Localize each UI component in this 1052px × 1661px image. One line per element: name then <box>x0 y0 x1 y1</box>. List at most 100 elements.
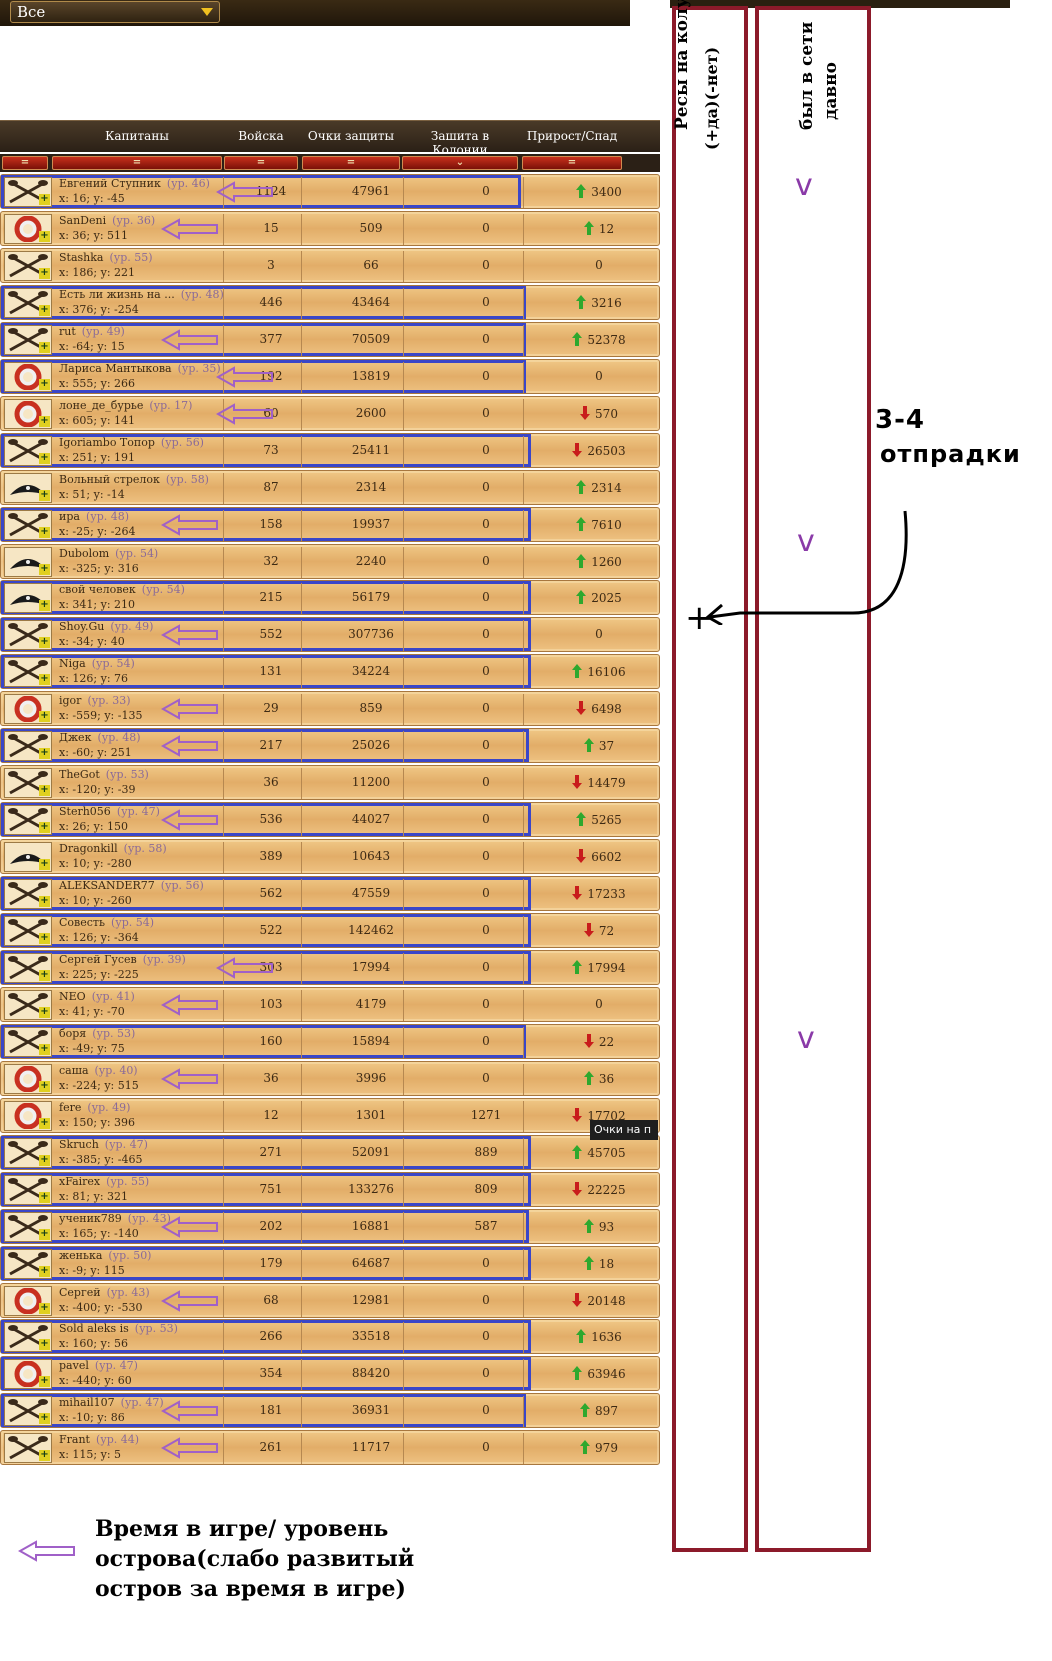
sort-button-troops[interactable]: = <box>224 156 298 170</box>
crossed-oars-icon[interactable]: + <box>4 1396 52 1427</box>
header-colony-defense[interactable]: Зашита в Колонии <box>430 129 490 157</box>
crossed-oars-icon[interactable]: + <box>4 250 52 281</box>
captain-name[interactable]: Frant(ур. 44) <box>59 1433 139 1446</box>
captain-coords[interactable]: x: 26; y: 150 <box>59 820 129 834</box>
pirate-hat-icon[interactable]: + <box>4 546 52 577</box>
crossed-oars-icon[interactable]: + <box>4 435 52 466</box>
pirate-hat-icon[interactable]: + <box>4 842 52 873</box>
plus-icon[interactable]: + <box>39 451 50 464</box>
pirate-hat-icon[interactable]: + <box>4 472 52 503</box>
crossed-oars-icon[interactable]: + <box>4 1174 52 1205</box>
crossed-oars-icon[interactable]: + <box>4 287 52 318</box>
captain-name[interactable]: Dubolom(ур. 54) <box>59 547 158 560</box>
plus-icon[interactable]: + <box>39 968 50 981</box>
captain-coords[interactable]: x: -400; y: -530 <box>59 1300 143 1314</box>
captain-coords[interactable]: x: 251; y: 191 <box>59 450 136 464</box>
plus-icon[interactable]: + <box>39 193 50 205</box>
captain-coords[interactable]: x: -49; y: 75 <box>59 1041 125 1055</box>
plus-icon[interactable]: + <box>39 1338 50 1351</box>
captain-name[interactable]: женька(ур. 50) <box>59 1249 151 1262</box>
crossed-oars-icon[interactable]: + <box>4 1137 52 1168</box>
plus-icon[interactable]: + <box>39 784 50 797</box>
plus-icon[interactable]: + <box>39 340 50 353</box>
filter-dropdown[interactable]: Все <box>10 1 220 23</box>
plus-icon[interactable]: + <box>39 673 50 686</box>
captain-name[interactable]: ALEKSANDER77(ур. 56) <box>59 879 204 892</box>
crossed-oars-icon[interactable]: + <box>4 324 52 355</box>
captain-coords[interactable]: x: 605; y: 141 <box>59 413 136 427</box>
captain-name[interactable]: mihail107(ур. 47) <box>59 1396 164 1409</box>
lifebuoy-icon[interactable]: + <box>4 1063 52 1094</box>
captain-coords[interactable]: x: -60; y: 251 <box>59 746 132 760</box>
crossed-oars-icon[interactable]: + <box>4 768 52 799</box>
crossed-oars-icon[interactable]: + <box>4 657 52 688</box>
captain-coords[interactable]: x: 126; y: -364 <box>59 931 139 944</box>
plus-icon[interactable]: + <box>39 1412 50 1425</box>
captain-coords[interactable]: x: 81; y: 321 <box>59 1189 129 1203</box>
sort-button-icon[interactable]: = <box>2 156 48 170</box>
captain-coords[interactable]: x: 160; y: 56 <box>59 1337 129 1351</box>
captain-coords[interactable]: x: -559; y: -135 <box>59 709 143 723</box>
captain-name[interactable]: Лариса Мантыкова(ур. 35) <box>59 362 221 375</box>
captain-name[interactable]: Вольный стрелок(ур. 58) <box>59 473 209 486</box>
plus-icon[interactable]: + <box>39 1301 50 1314</box>
header-captains[interactable]: Капитаны <box>105 129 169 143</box>
captain-name[interactable]: боря(ур. 53) <box>59 1027 135 1040</box>
captain-coords[interactable]: x: -10; y: 86 <box>59 1411 125 1425</box>
crossed-oars-icon[interactable]: + <box>4 177 52 207</box>
captain-coords[interactable]: x: 51; y: -14 <box>59 487 125 501</box>
captain-coords[interactable]: x: 165; y: -140 <box>59 1226 139 1240</box>
crossed-oars-icon[interactable]: + <box>4 1211 52 1242</box>
plus-icon[interactable]: + <box>39 599 50 612</box>
captain-name[interactable]: TheGot(ур. 53) <box>59 768 149 781</box>
plus-icon[interactable]: + <box>39 1375 50 1388</box>
captain-coords[interactable]: x: -25; y: -264 <box>59 524 136 538</box>
plus-icon[interactable]: + <box>39 1042 50 1055</box>
captain-coords[interactable]: x: -385; y: -465 <box>59 1152 143 1166</box>
plus-icon[interactable]: + <box>39 636 50 649</box>
captain-coords[interactable]: x: -64; y: 15 <box>59 339 125 353</box>
lifebuoy-icon[interactable]: + <box>4 1285 52 1316</box>
captain-name[interactable]: ира(ур. 48) <box>59 510 129 523</box>
crossed-oars-icon[interactable]: + <box>4 1248 52 1279</box>
captain-coords[interactable]: x: 41; y: -70 <box>59 1004 125 1018</box>
plus-icon[interactable]: + <box>39 821 50 834</box>
captain-coords[interactable]: x: -34; y: 40 <box>59 635 125 649</box>
captain-coords[interactable]: x: 225; y: -225 <box>59 967 139 981</box>
plus-icon[interactable]: + <box>39 1449 50 1462</box>
lifebuoy-icon[interactable]: + <box>4 694 52 725</box>
plus-icon[interactable]: + <box>39 1116 50 1129</box>
captain-coords[interactable]: x: 36; y: 511 <box>59 228 129 242</box>
captain-coords[interactable]: x: -440; y: 60 <box>59 1374 132 1388</box>
captain-name[interactable]: Sterh056(ур. 47) <box>59 805 160 818</box>
header-defense[interactable]: Очки защиты <box>307 129 395 143</box>
pirate-hat-icon[interactable]: + <box>4 583 52 614</box>
captain-name[interactable]: xFairex(ур. 55) <box>59 1175 149 1188</box>
captain-coords[interactable]: x: 10; y: -280 <box>59 857 132 871</box>
captain-coords[interactable]: x: -224; y: 515 <box>59 1078 139 1092</box>
lifebuoy-icon[interactable]: + <box>4 1100 52 1131</box>
plus-icon[interactable]: + <box>39 414 50 427</box>
captain-coords[interactable]: x: 115; y: 5 <box>59 1448 122 1462</box>
sort-button-colony-defense[interactable]: ⌄ <box>402 156 518 170</box>
plus-icon[interactable]: + <box>39 1005 50 1018</box>
captain-name[interactable]: Sold aleks is(ур. 53) <box>59 1322 178 1335</box>
header-troops[interactable]: Войска <box>238 129 284 143</box>
captain-coords[interactable]: x: 10; y: -260 <box>59 894 132 908</box>
